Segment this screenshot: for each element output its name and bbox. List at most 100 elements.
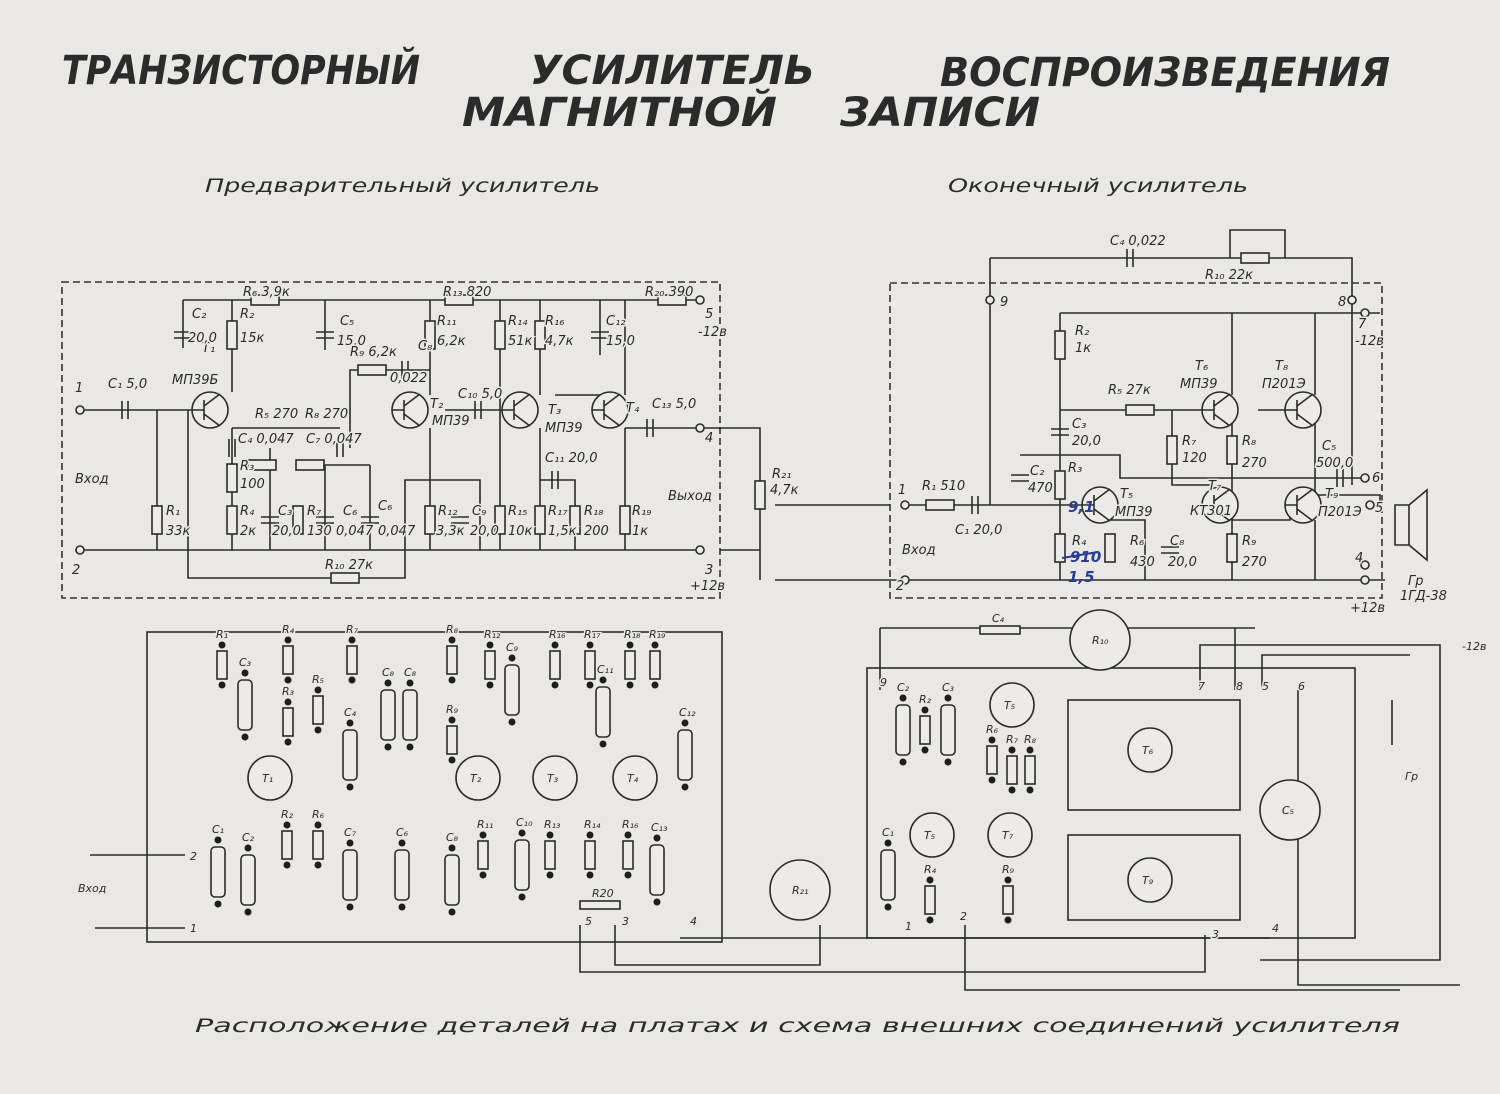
preamp-component-label: 1к xyxy=(632,524,648,539)
preamp-component-label: 1,5к xyxy=(548,524,577,539)
resistor xyxy=(754,480,766,510)
resistor xyxy=(494,320,506,350)
board-label: C₁₁ xyxy=(597,663,614,676)
final-amp-border xyxy=(889,282,1383,599)
preamp-component-label: 15,0 xyxy=(337,334,366,349)
resistor xyxy=(1125,404,1155,416)
final-amp-component-label: 430 xyxy=(1130,555,1155,570)
final-amp-component-label: КТ301 xyxy=(1190,504,1232,519)
heatsink-t9 xyxy=(1067,834,1241,921)
board-label: C₈ xyxy=(382,666,395,679)
preamp-component-label: R₂₁ xyxy=(772,467,791,482)
preamp-component-label: 0,047 xyxy=(336,524,374,539)
board-potentiometer xyxy=(1259,779,1321,841)
terminal xyxy=(695,423,705,433)
handwritten-correction: 1,5 xyxy=(1068,568,1095,586)
resistor xyxy=(226,320,238,350)
transistor xyxy=(1201,486,1239,524)
board-label: R₆ xyxy=(986,723,999,736)
board-resistor xyxy=(924,885,936,915)
board-label: 2 xyxy=(960,910,967,923)
heatsink-t6 xyxy=(1067,699,1241,811)
board-transistor xyxy=(909,812,955,858)
resistor xyxy=(619,505,631,535)
board-label: R₁₈ xyxy=(624,628,641,641)
board-label: C₃ xyxy=(942,681,955,694)
board-label: 1 xyxy=(905,920,912,933)
resistor xyxy=(295,459,325,471)
preamp-component-label: C₉ xyxy=(472,504,486,519)
preamp-component-label: R₈ 270 xyxy=(305,407,348,422)
board-capacitor xyxy=(240,854,256,906)
transistor xyxy=(591,391,629,429)
board-resistor xyxy=(622,840,634,870)
final-amp-component-label: 120 xyxy=(1182,451,1207,466)
preamp-component-label: T₁ xyxy=(202,341,215,356)
board-label: T₂ xyxy=(470,772,482,785)
resistor xyxy=(247,459,277,471)
final-amp-component-label: МП39 xyxy=(1115,505,1153,520)
board-label: R₈ xyxy=(446,623,459,636)
resistor xyxy=(1226,435,1238,465)
board-label: R₁₄ xyxy=(584,818,601,831)
board-transistor xyxy=(532,755,578,801)
board-label: R₁₂ xyxy=(484,628,501,641)
board-resistor xyxy=(281,830,293,860)
board-capacitor xyxy=(380,689,396,741)
speaker-icon xyxy=(1394,488,1428,562)
resistor xyxy=(330,572,360,584)
board-label: T₉ xyxy=(1142,874,1154,887)
terminal xyxy=(900,500,910,510)
final-amp-component-label: C₁ 20,0 xyxy=(955,523,1002,538)
preamp-component-label: 4,7к xyxy=(545,334,574,349)
final-amp-component-label: C₅ xyxy=(1322,439,1336,454)
preamp-component-label: C₁₁ 20,0 xyxy=(545,451,598,466)
preamp-component-label: C₇ 0,047 xyxy=(306,432,362,447)
final-amp-component-label: +12в xyxy=(1350,601,1385,616)
preamp-heading: Предварительный усилитель xyxy=(205,175,600,197)
resistor xyxy=(424,320,436,350)
preamp-component-label: C₁₃ 5,0 xyxy=(652,397,696,412)
board-transistor xyxy=(989,682,1035,728)
preamp-component-label: C₈ xyxy=(418,339,432,354)
board-transistor xyxy=(247,755,293,801)
resistor xyxy=(657,294,687,306)
final-amp-component-label: C₂ xyxy=(1030,464,1044,479)
final-amp-component-label: R₄ xyxy=(1072,534,1087,549)
preamp-component-label: C₁₀ 5,0 xyxy=(458,387,502,402)
title-word: УСИЛИТЕЛЬ xyxy=(530,48,815,94)
board-resistor xyxy=(446,645,458,675)
board-capacitor xyxy=(895,704,911,756)
board-label: 3 xyxy=(622,915,629,928)
preamp-component-label: R₁₈ xyxy=(584,504,603,519)
board-label: C₁₀ xyxy=(516,816,533,829)
board-transistor xyxy=(1127,857,1173,903)
board-label: R₉ xyxy=(1002,863,1015,876)
final-amp-component-label: П201Э xyxy=(1262,377,1306,392)
terminal xyxy=(1360,560,1370,570)
final-amp-component-label: 2 xyxy=(896,579,904,594)
preamp-component-label: Выход xyxy=(668,489,712,504)
handwritten-correction: 910 xyxy=(1070,548,1101,566)
board-capacitor xyxy=(595,686,611,738)
board-resistor xyxy=(1002,885,1014,915)
board-resistor xyxy=(1024,755,1036,785)
preamp-component-label: R₂₀ 390 xyxy=(645,285,693,300)
capacitor xyxy=(1126,249,1134,267)
board-label: 9 xyxy=(880,676,887,689)
capacitor xyxy=(474,401,482,419)
resistor xyxy=(1054,330,1066,360)
final-amp-component-label: 1 xyxy=(898,483,906,498)
board-capacitor xyxy=(677,729,693,781)
final-amp-component-label: T₈ xyxy=(1275,359,1288,374)
final-amp-component-label: 6 xyxy=(1372,471,1380,486)
board-label: T₃ xyxy=(547,772,559,785)
preamp-component-label: 6,2к xyxy=(437,334,466,349)
board-label: 2 xyxy=(190,850,197,863)
board-label: 1 xyxy=(190,922,197,935)
preamp-board xyxy=(146,631,723,943)
final-amp-component-label: R₃ xyxy=(1068,461,1082,476)
preamp-component-label: C₄ 0,047 xyxy=(238,432,294,447)
board-potentiometer xyxy=(1069,609,1131,671)
preamp-component-label: +12в xyxy=(690,579,725,594)
